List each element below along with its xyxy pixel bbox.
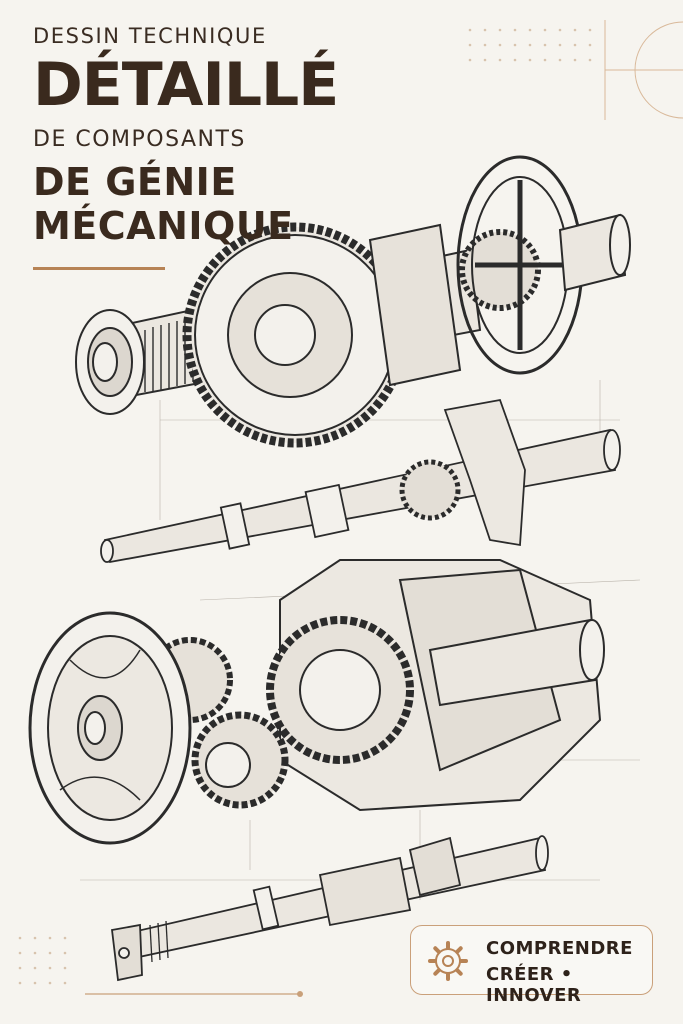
badge-line-1: COMPRENDRE	[486, 938, 633, 959]
badge-line-2: CRÉER • INNOVER	[486, 964, 582, 1006]
tagline-badge: COMPRENDRE CRÉER • INNOVER	[410, 925, 653, 1006]
title-line-1: DESSIN TECHNIQUE	[33, 24, 267, 48]
title-line-5: MÉCANIQUE	[33, 204, 294, 248]
title-line-4: DE GÉNIE	[33, 160, 237, 204]
title-line-3: DE COMPOSANTS	[33, 127, 246, 152]
title-line-2: DÉTAILLÉ	[33, 50, 339, 120]
gear-icon	[428, 941, 468, 981]
accent-rule	[33, 267, 165, 270]
